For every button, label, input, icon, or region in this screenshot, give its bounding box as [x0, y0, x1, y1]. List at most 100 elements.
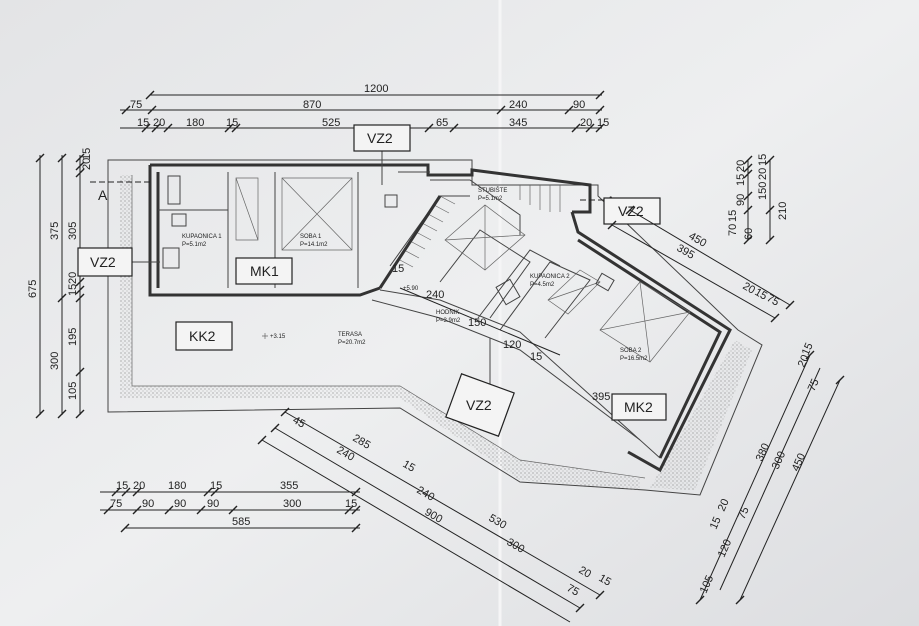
- dim-b-75b: 75: [736, 505, 752, 521]
- dim-15c: 15: [597, 117, 609, 129]
- dim-bl-15: 15: [116, 480, 128, 492]
- room-area-stubiste: P=5.1m2: [478, 196, 503, 202]
- dim-15b: 15: [226, 117, 238, 129]
- toilet-1: [162, 247, 180, 269]
- dim-r-20: 20: [735, 160, 747, 172]
- dim-870: 870: [303, 99, 321, 111]
- building: [107, 159, 763, 496]
- dim-diag-75: 75: [765, 292, 782, 309]
- tag-box-vz2-top: [353, 124, 411, 152]
- dim-20: 20: [81, 158, 93, 170]
- dim-b-75: 75: [806, 377, 822, 393]
- dim-90: 90: [573, 99, 585, 111]
- dim-bl-300: 300: [283, 498, 301, 510]
- dim-diag-20: 20: [741, 280, 758, 297]
- room-area-kupaonica2: P=4.5m2: [530, 282, 555, 288]
- dim-b-20b: 20: [716, 497, 732, 513]
- dim-240: 240: [509, 99, 527, 111]
- dim-r-70: 70: [727, 224, 739, 236]
- left-dimensions: 675 375 300 20 15 305 15 20 195 105: [27, 148, 93, 419]
- dim-345: 345: [509, 117, 527, 129]
- inner-dimensions: 240 150 120 15 15 395: [392, 263, 610, 403]
- dim-75: 75: [130, 99, 142, 111]
- tag-vz2-bottom: VZ2: [466, 397, 492, 413]
- bottom-diagonal-dimensions: 45 285 240 15 240 530 900 300 20 15 75: [257, 407, 614, 623]
- dim-bl-15b: 15: [210, 480, 222, 492]
- room-name-terasa: TERASA: [338, 332, 362, 338]
- shower-tray-1: [167, 175, 181, 205]
- dim-r-210: 210: [777, 202, 789, 220]
- room-name-soba2: SOBA 2: [620, 348, 642, 354]
- dim-15: 15: [137, 117, 149, 129]
- dim-r-90: 90: [735, 194, 747, 206]
- tag-box-vz2-left: [77, 247, 133, 277]
- dim-15b: 15: [67, 284, 79, 296]
- dim-bd-45: 45: [291, 414, 308, 431]
- tag-box-mk1: [235, 257, 293, 285]
- dim-525: 525: [322, 117, 340, 129]
- tag-box-mk2: [611, 393, 667, 421]
- dim-r-60: 60: [743, 228, 755, 240]
- room-name-soba1: SOBA 1: [300, 234, 322, 240]
- dim-r-150: 150: [757, 182, 769, 200]
- dim-305: 305: [67, 222, 79, 240]
- dim-105: 105: [67, 382, 79, 400]
- dim-375: 375: [49, 222, 61, 240]
- tag-box-vz2-bottom: [445, 373, 515, 437]
- dim-inner-15a: 15: [530, 351, 542, 363]
- dim-675: 675: [27, 280, 39, 298]
- level-corridor: +5.90: [403, 286, 419, 292]
- dim-diag-15: 15: [753, 286, 770, 303]
- tag-mk1: MK1: [250, 263, 279, 279]
- stipple-right: [650, 340, 752, 490]
- room-area-kupaonica1: P=5.1m2: [182, 242, 207, 248]
- room-area-hodnik: P=3.9m2: [436, 318, 461, 324]
- dim-395-inner: 395: [592, 391, 610, 403]
- dim-inner-240: 240: [426, 289, 444, 301]
- tag-vz2-left: VZ2: [90, 254, 116, 270]
- dim-bl-585: 585: [232, 516, 250, 528]
- dim-bd-15: 15: [401, 458, 418, 475]
- room-name-stubiste: STUBIŠTE: [478, 187, 507, 194]
- tag-box-kk2: [175, 321, 233, 351]
- room-name-kupaonica2: KUPAONICA 2: [530, 274, 570, 280]
- room-area-terasa: P=20.7m2: [338, 340, 366, 346]
- washbasin-2: [595, 272, 615, 292]
- dim-195: 195: [67, 328, 79, 346]
- room-labels: KUPAONICA 1 P=5.1m2 SOBA 1 P=14.1m2 STUB…: [182, 187, 648, 362]
- dim-bl-15c: 15: [345, 498, 357, 510]
- dim-65: 65: [436, 117, 448, 129]
- level-marker-icon: [262, 333, 268, 339]
- dim-bd-75: 75: [565, 582, 582, 599]
- top-dimensions: 1200 75 870 240 90 15 20 180 15 525 65 3…: [120, 83, 609, 133]
- dim-r-15c: 15: [727, 210, 739, 222]
- dim-20b: 20: [67, 272, 79, 284]
- dim-bl-20: 20: [133, 480, 145, 492]
- dim-b-15: 15: [800, 341, 816, 357]
- dim-1200: 1200: [364, 83, 388, 95]
- dim-bl-90a: 90: [142, 498, 154, 510]
- dim-r-15b: 15: [757, 154, 769, 166]
- dim-20b: 20: [580, 117, 592, 129]
- dim-bd-15: 15: [597, 572, 614, 589]
- opening-tags: VZ2 VZ2 VZ2 VZ2 MK1 MK2 KK2: [77, 124, 667, 437]
- dim-bl-90b: 90: [174, 498, 186, 510]
- tag-vz2-top: VZ2: [367, 130, 393, 146]
- section-mark-left: A: [98, 187, 108, 203]
- room-name-kupaonica1: KUPAONICA 1: [182, 234, 222, 240]
- stipple-left: [120, 175, 132, 398]
- room-area-soba2: P=16.5m2: [620, 356, 648, 362]
- toilet-2: [495, 278, 521, 306]
- window-box-top: [384, 194, 398, 208]
- room-name-hodnik: HODNIK: [436, 310, 459, 316]
- dim-inner-120: 120: [503, 339, 521, 351]
- dim-bd-20: 20: [577, 564, 594, 581]
- dim-15: 15: [81, 148, 93, 160]
- dim-bl-180: 180: [168, 480, 186, 492]
- dim-b-15b: 15: [708, 515, 724, 531]
- tag-kk2: KK2: [189, 328, 216, 344]
- dim-300: 300: [49, 352, 61, 370]
- room-area-soba1: P=14.1m2: [300, 242, 328, 248]
- right-vertical-dimensions: 20 15 90 20 15 150 210 70 15 60: [727, 154, 789, 245]
